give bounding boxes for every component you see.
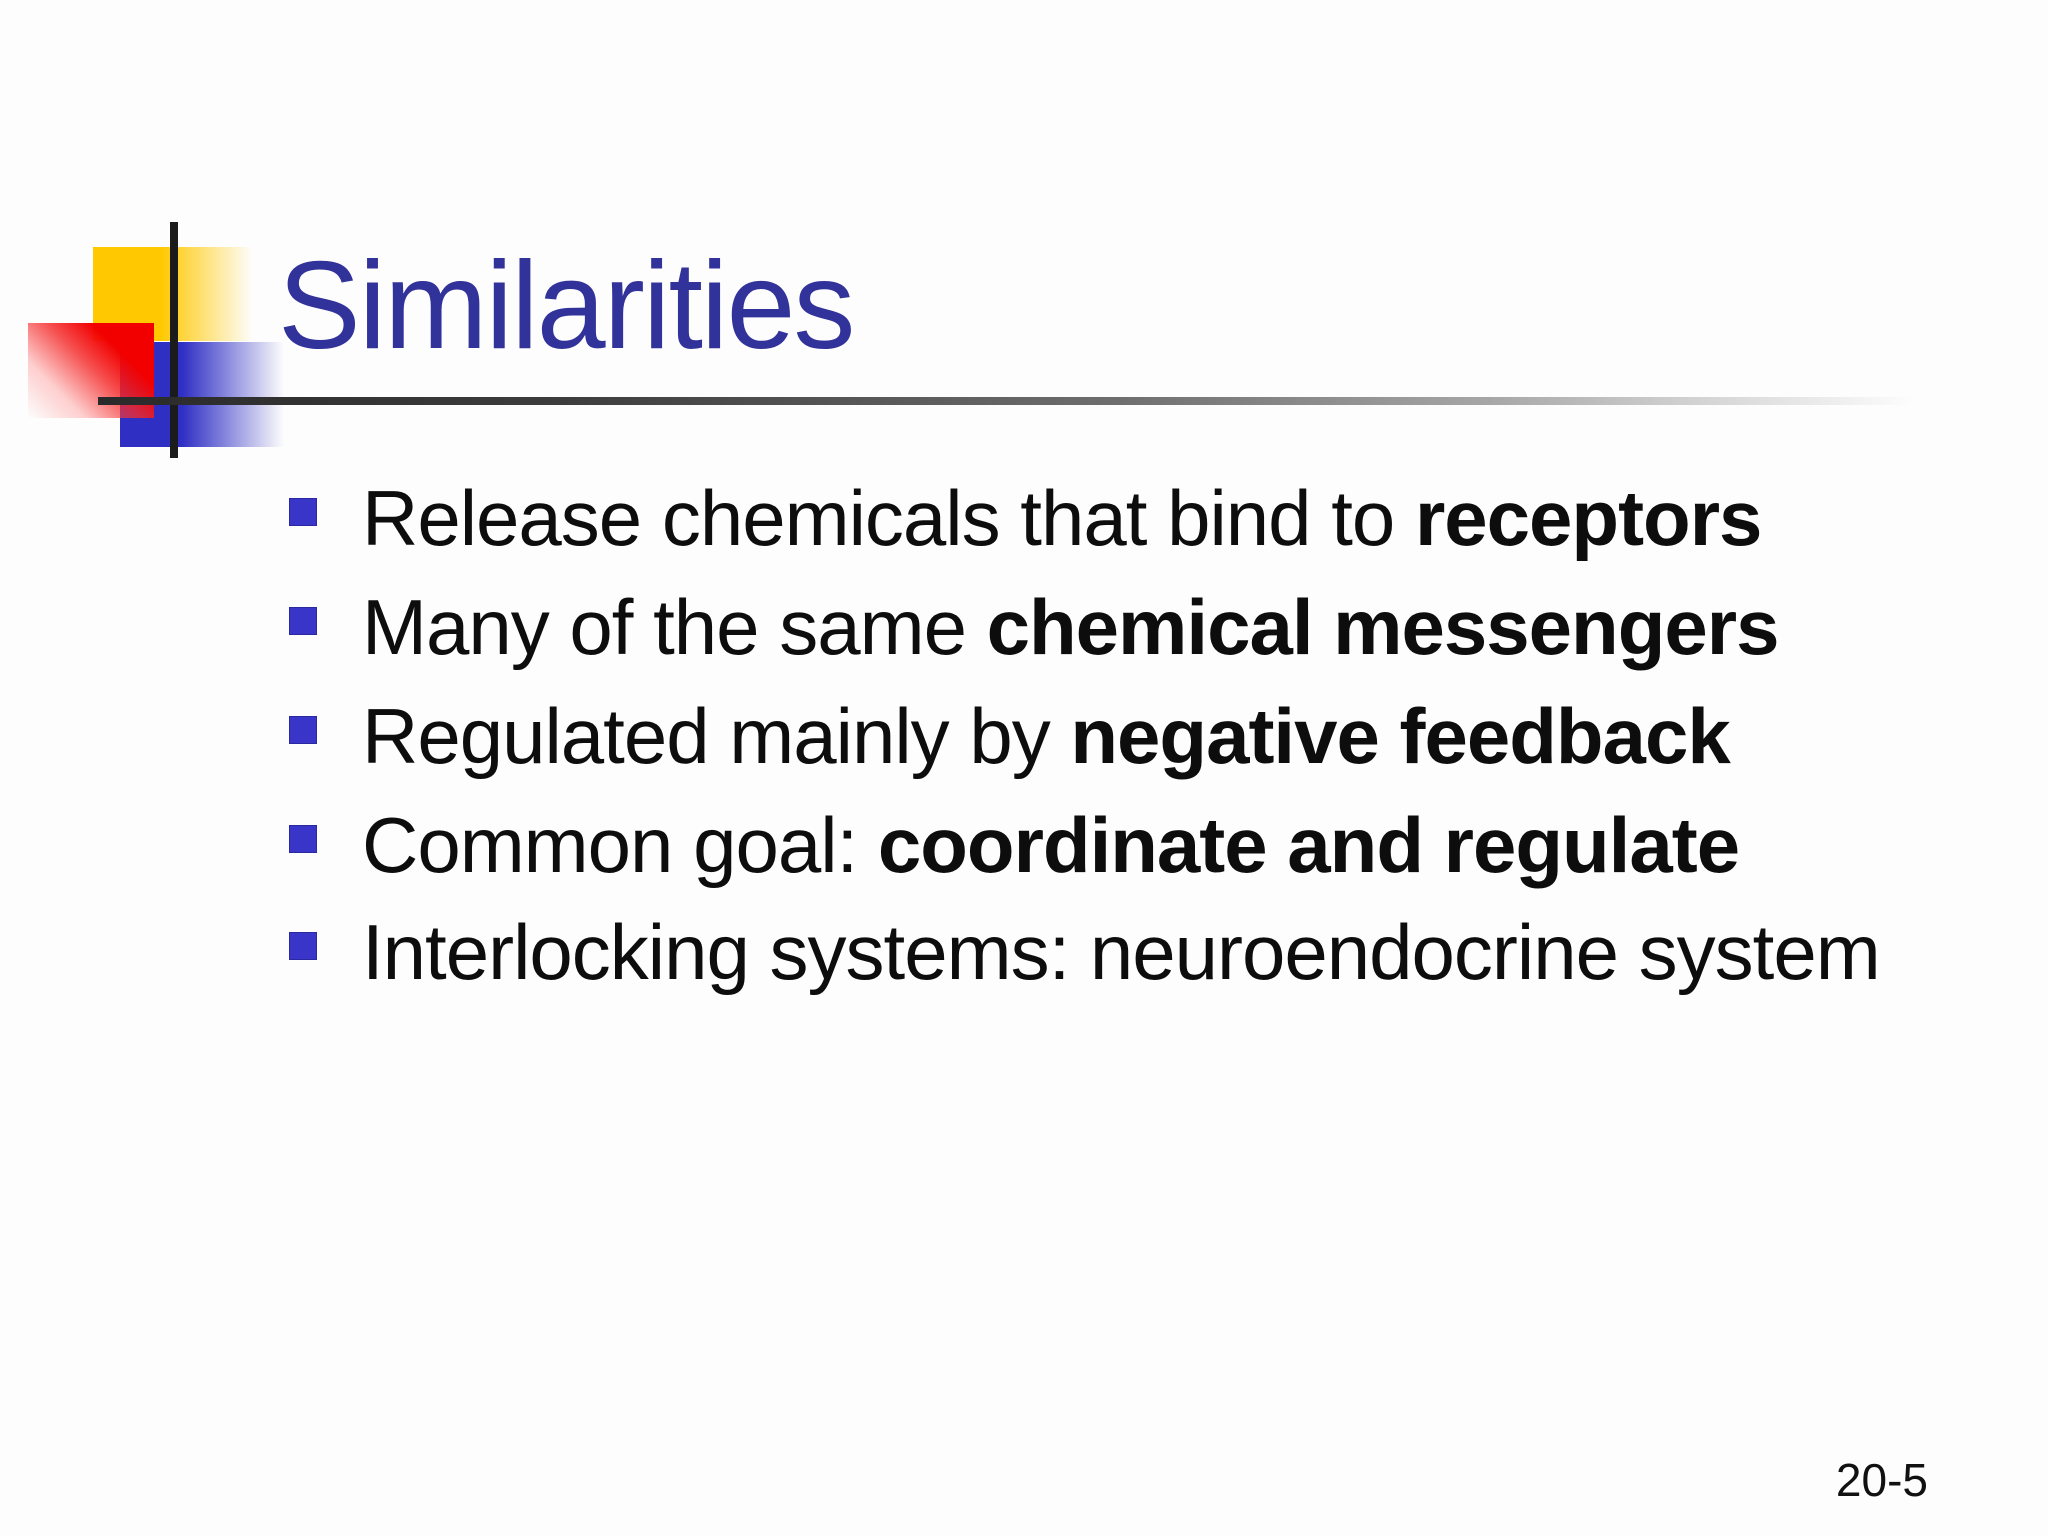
bullet-text: Common goal: coordinate and regulate [362, 801, 1740, 889]
bullet-item: Many of the same chemical messengers [289, 582, 1779, 672]
slide-title: Similarities [278, 237, 855, 375]
title-underline-rule [98, 397, 1950, 405]
bullet-text: Release chemicals that bind to receptors [362, 474, 1762, 562]
bullet-square-icon [289, 716, 317, 744]
bullet-square-icon [289, 498, 317, 526]
page-number: 20-5 [1835, 1454, 1928, 1506]
bullet-item: Release chemicals that bind to receptors [289, 473, 1762, 563]
decor-vertical-line [170, 222, 178, 458]
bullet-item: Regulated mainly by negative feedback [289, 691, 1731, 781]
bullet-square-icon [289, 932, 317, 960]
bullet-text: Interlocking systems: neuroendocrine sys… [362, 908, 1881, 996]
bullet-text: Regulated mainly by negative feedback [362, 692, 1731, 780]
bullet-item: Common goal: coordinate and regulate [289, 800, 1740, 890]
bullet-item: Interlocking systems: neuroendocrine sys… [289, 907, 1881, 997]
bullet-text: Many of the same chemical messengers [362, 583, 1779, 671]
bullet-square-icon [289, 825, 317, 853]
bullet-square-icon [289, 607, 317, 635]
